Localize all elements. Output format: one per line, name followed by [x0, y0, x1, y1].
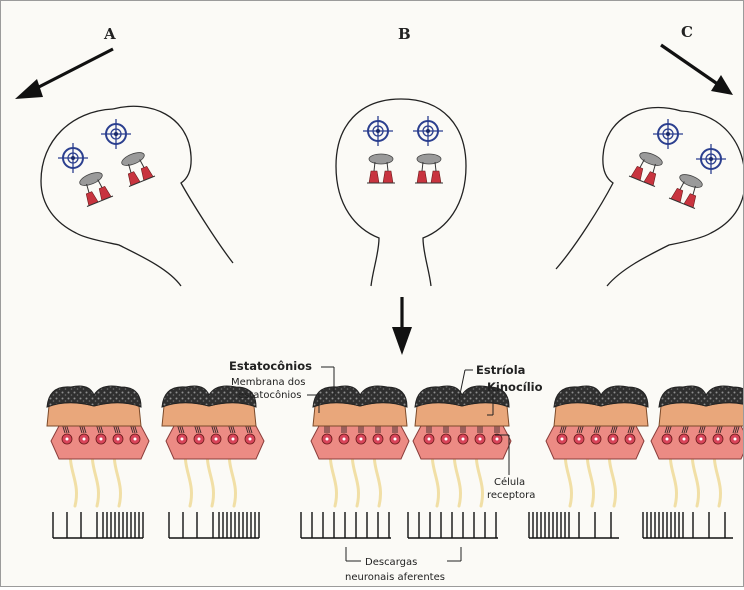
statoconia-layer	[554, 386, 648, 407]
receptor-nucleus	[683, 438, 686, 441]
statoconia-layer	[47, 386, 141, 407]
head-b	[336, 99, 466, 286]
statoconial-membrane	[659, 403, 743, 427]
label-kinocilium: Kinocílio	[487, 380, 543, 394]
receptor-nucleus	[232, 438, 235, 441]
receptor-nucleus	[717, 438, 720, 441]
spike-train	[301, 512, 391, 538]
receptor-nucleus	[100, 438, 103, 441]
label-membrane-line2: estatocônios	[238, 389, 302, 401]
direction-arrow-icon	[15, 49, 113, 99]
receptor-nucleus	[629, 438, 632, 441]
receptor-nucleus	[578, 438, 581, 441]
receptor-nucleus	[83, 438, 86, 441]
spike-train	[529, 512, 619, 538]
receptor-nucleus	[181, 438, 184, 441]
receptor-nucleus	[215, 438, 218, 441]
otolith-organ	[546, 386, 648, 506]
receptor-nucleus	[326, 438, 329, 441]
receptor-nucleus	[595, 438, 598, 441]
receptor-nucleus	[496, 438, 499, 441]
receptor-nucleus	[360, 438, 363, 441]
afferent-discharge-trains	[53, 512, 733, 538]
receptor-nucleus	[134, 438, 137, 441]
label-receptor-line2: receptora	[487, 490, 535, 501]
spike-train	[169, 512, 259, 538]
receptor-nucleus	[343, 438, 346, 441]
label-discharges-line1: Descargas	[365, 557, 417, 568]
spike-train	[643, 512, 733, 538]
panel-letter-b: B	[398, 25, 411, 43]
receptor-nucleus	[612, 438, 615, 441]
label-membrane-line1: Membrana dos	[231, 377, 305, 388]
otolith-organ	[311, 386, 409, 506]
receptor-nucleus	[66, 438, 69, 441]
label-discharges-line2: neuronais aferentes	[345, 572, 445, 583]
label-discharges-group: Descargas neuronais aferentes	[345, 547, 461, 583]
head-a	[41, 106, 233, 286]
direction-arrow-icon	[392, 297, 412, 355]
receptor-nucleus	[734, 438, 737, 441]
receptor-nucleus	[394, 438, 397, 441]
otolith-organ	[413, 386, 511, 506]
receptor-nucleus	[462, 438, 465, 441]
otolith-organs	[47, 386, 743, 506]
direction-arrow-icon	[661, 45, 733, 95]
receptor-nucleus	[700, 438, 703, 441]
statoconia-layer	[313, 386, 407, 407]
receptor-nucleus	[666, 438, 669, 441]
receptor-nucleus	[117, 438, 120, 441]
receptor-nucleus	[249, 438, 252, 441]
spike-train	[53, 512, 143, 538]
receptor-nucleus	[445, 438, 448, 441]
receptor-nucleus	[377, 438, 380, 441]
panel-letter-a: A	[103, 25, 116, 43]
receptor-nucleus	[479, 438, 482, 441]
label-striola: Estríola	[476, 363, 525, 377]
receptor-nucleus	[561, 438, 564, 441]
spike-train	[408, 512, 498, 538]
receptor-nucleus	[428, 438, 431, 441]
head-c	[556, 108, 743, 286]
otolith-organ	[162, 386, 264, 506]
receptor-nucleus	[198, 438, 201, 441]
label-statoconia: Estatocônios	[229, 359, 312, 373]
otolith-organ	[651, 386, 743, 506]
label-receptor-line1: Célula	[494, 476, 525, 488]
panel-letter-c: C	[681, 23, 693, 41]
otolith-organ	[47, 386, 149, 506]
